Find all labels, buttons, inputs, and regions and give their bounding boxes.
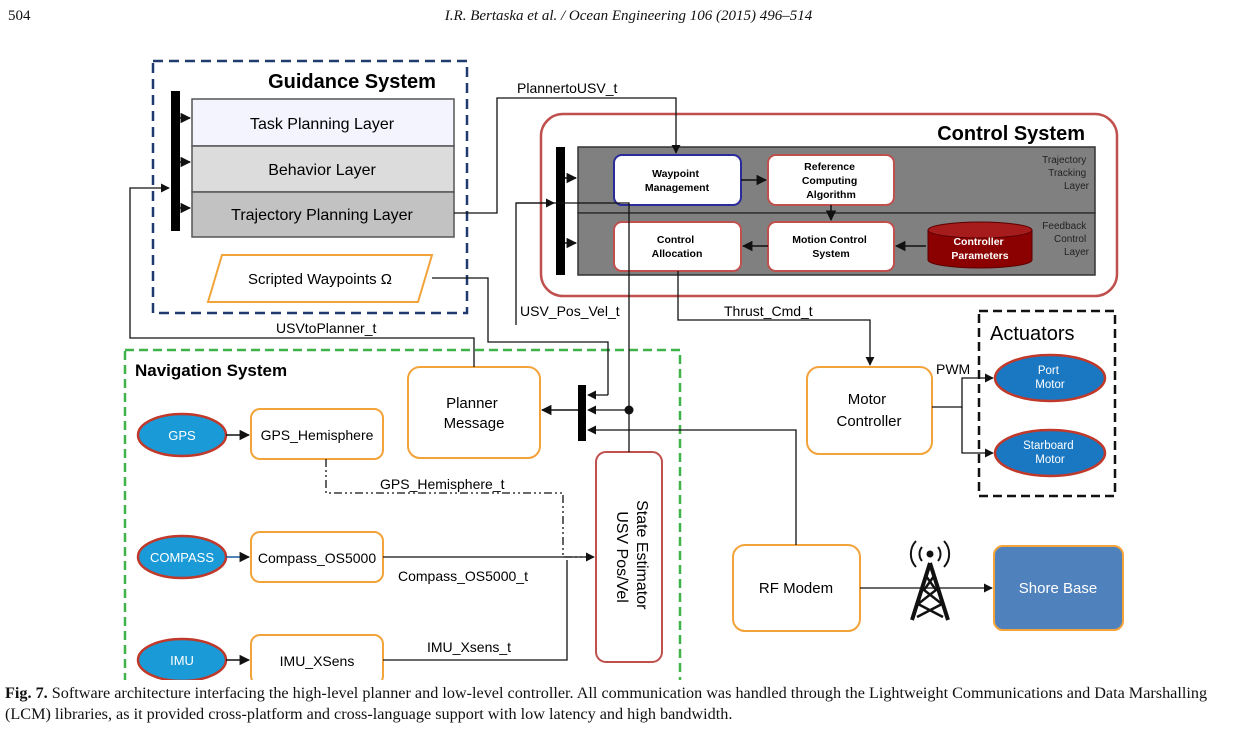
- actuators-frame: [977, 309, 1117, 498]
- motion-control-box: [767, 221, 895, 272]
- radio-tower-icon: [909, 540, 951, 621]
- compass-os5000-label: Compass_OS5000: [258, 550, 377, 566]
- starboard-motor-label: Starboard Motor: [1023, 440, 1077, 466]
- trajectory-planning-label: Trajectory Planning Layer: [231, 207, 413, 224]
- thrust-cmd-t-label: Thrust_Cmd_t: [724, 303, 813, 319]
- navigation-bus-bar: [578, 385, 586, 441]
- architecture-diagram: Guidance System Task Planning Layer Beha…: [123, 59, 1124, 680]
- guidance-system-title: Guidance System: [268, 71, 436, 93]
- feedback-control-label: Feedback Control Layer: [1042, 221, 1089, 258]
- trajectory-planning-layer: [191, 191, 455, 238]
- control-bus-bar: [556, 147, 565, 275]
- gps-label: GPS: [168, 428, 196, 443]
- usv-pos-vel-t-label: USV_Pos_Vel_t: [520, 303, 620, 319]
- motion-control-label: Motion Control System: [792, 234, 870, 260]
- gps-message-line: [325, 459, 594, 558]
- scripted-waypoints-box: [206, 254, 434, 303]
- journal-header: I.R. Bertaska et al. / Ocean Engineering…: [444, 8, 813, 24]
- controller-parameters-label: Controller Parameters: [951, 236, 1008, 262]
- gps-hemisphere-t-label: GPS_Hemisphere_t: [380, 476, 505, 492]
- planner-to-usv-t-label: PlannertoUSV_t: [517, 80, 618, 96]
- behavior-layer-label: Behavior Layer: [268, 162, 376, 179]
- port-motor-label: Port Motor: [1035, 365, 1065, 391]
- compass-t-label: Compass_OS5000_t: [398, 568, 528, 584]
- waypoint-management-box: [613, 154, 742, 206]
- behavior-layer: [191, 145, 455, 193]
- planner-to-usv-line: [454, 97, 681, 214]
- caption-label: Fig. 7.: [5, 684, 48, 702]
- guidance-system-frame: [151, 59, 469, 315]
- trajectory-tracking-label: Trajectory Tracking Layer: [1042, 155, 1090, 192]
- waypoint-management-label: Waypoint Management: [645, 168, 710, 194]
- guidance-bus-bar: [171, 91, 180, 231]
- usv-to-planner-line: [129, 183, 475, 367]
- imu-label: IMU: [170, 653, 194, 668]
- shore-base-label: Shore Base: [1019, 580, 1097, 597]
- gps-hemisphere-box: [250, 408, 384, 460]
- actuators-title: Actuators: [990, 323, 1074, 345]
- motor-controller-box: [806, 366, 933, 455]
- imu-message-line: [383, 560, 568, 661]
- usv-pos-vel-line: [515, 202, 630, 452]
- navigation-system-frame: [123, 348, 682, 680]
- figure-caption: Fig. 7. Software architecture interfacin…: [5, 683, 1252, 725]
- imu-xsens-label: IMU_XSens: [280, 653, 355, 669]
- rf-modem-line: [587, 425, 797, 545]
- control-allocation-label: Control Allocation: [652, 234, 703, 260]
- control-system-title: Control System: [937, 123, 1085, 145]
- motor-controller-label: Motor Controller: [836, 391, 901, 430]
- port-motor: [993, 353, 1107, 403]
- control-system-frame: [539, 112, 1119, 298]
- scripted-waypoints-label: Scripted Waypoints Ω: [248, 271, 392, 288]
- shore-base-box: [993, 545, 1124, 631]
- task-planning-label: Task Planning Layer: [250, 116, 395, 133]
- usv-to-planner-t-label: USVtoPlanner_t: [276, 320, 377, 336]
- planner-message-label: Planner Message: [444, 395, 505, 432]
- reference-computing-label: Reference Computing Algorithm: [802, 161, 860, 201]
- state-estimator-label: State Estimator USV Pos/Vel: [613, 500, 650, 614]
- caption-text: Software architecture interfacing the hi…: [5, 684, 1208, 723]
- thrust-cmd-line: [677, 271, 875, 366]
- pwm-line: [932, 373, 994, 408]
- rf-modem-label: RF Modem: [759, 580, 833, 597]
- page-number: 504: [8, 8, 31, 24]
- scripted-waypoints-line: [432, 277, 609, 395]
- starboard-motor: [993, 428, 1107, 478]
- imu-t-label: IMU_Xsens_t: [427, 639, 511, 655]
- compass-label: COMPASS: [150, 550, 214, 565]
- planner-message-box: [407, 366, 541, 459]
- control-allocation-box: [613, 221, 742, 272]
- navigation-system-title: Navigation System: [135, 361, 287, 380]
- controller-parameters-database: [927, 221, 1033, 269]
- gps-hemisphere-label: GPS_Hemisphere: [261, 427, 374, 443]
- pwm-label: PWM: [936, 361, 970, 377]
